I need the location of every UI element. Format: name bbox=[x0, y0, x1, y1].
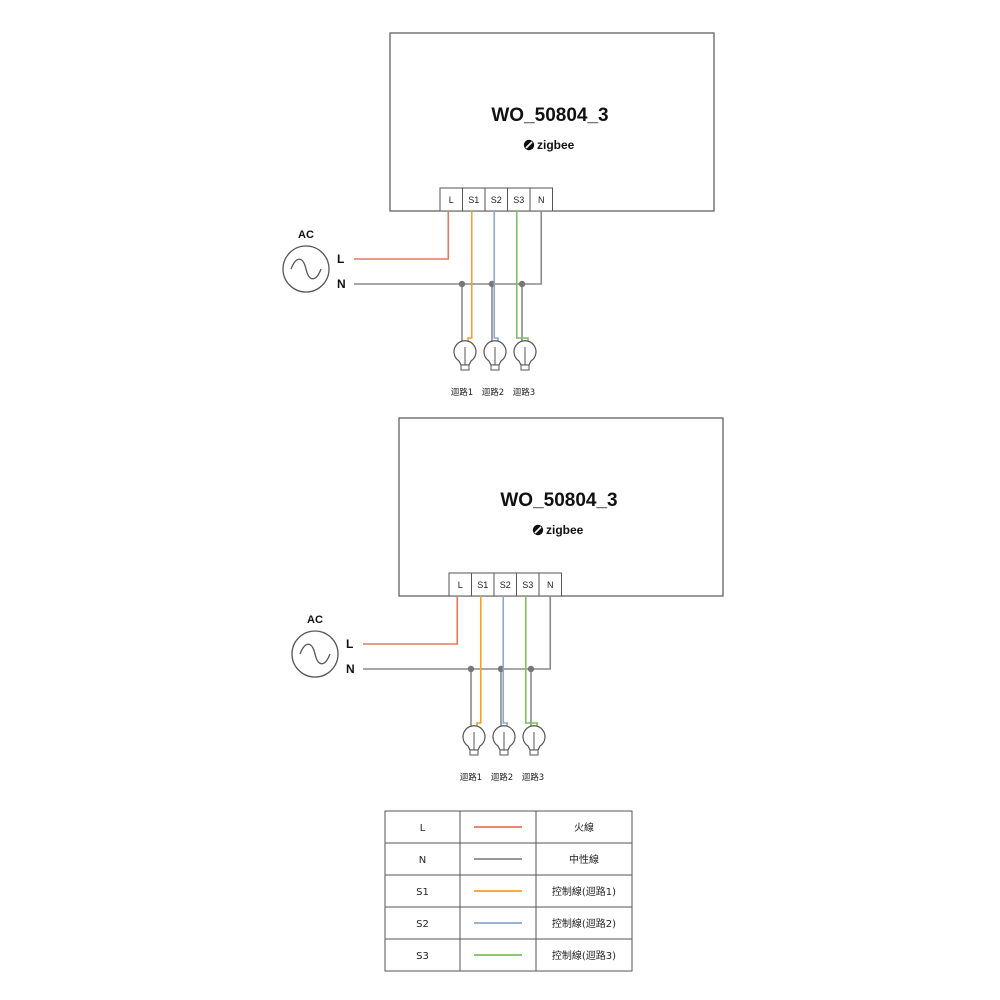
terminal-label-s1: S1 bbox=[468, 195, 479, 205]
ac-label: AC bbox=[298, 229, 314, 241]
wire-line bbox=[363, 596, 459, 645]
legend-desc-n: 中性線 bbox=[569, 853, 599, 866]
wire-switch-s1 bbox=[476, 596, 482, 730]
terminal-label-s3: S3 bbox=[513, 195, 524, 205]
source-neutral-label: N bbox=[337, 277, 346, 291]
light-bulb-icon bbox=[522, 725, 546, 756]
ac-sine-wave-icon bbox=[291, 630, 339, 678]
terminal-label-s2: S2 bbox=[491, 195, 502, 205]
circuit-label-3: 迴路3 bbox=[522, 772, 544, 783]
terminal-label-s2: S2 bbox=[500, 580, 511, 590]
junction-dot-1 bbox=[458, 280, 466, 288]
junction-dot-3 bbox=[527, 665, 535, 673]
junction-dot-3 bbox=[518, 280, 526, 288]
device-box bbox=[389, 32, 715, 212]
light-bulb-icon bbox=[483, 340, 507, 371]
terminal-label-n: N bbox=[538, 195, 545, 205]
circuit-label-2: 迴路2 bbox=[491, 772, 513, 783]
wire-switch-s1 bbox=[467, 211, 473, 345]
legend-code-s2: S2 bbox=[416, 919, 429, 930]
source-line-label: L bbox=[337, 252, 344, 266]
wire-neutral bbox=[354, 211, 543, 285]
terminal-label-l: L bbox=[458, 580, 463, 590]
circuit-label-1: 迴路1 bbox=[460, 772, 482, 783]
legend-code-s3: S3 bbox=[416, 951, 429, 962]
terminal-label-s3: S3 bbox=[522, 580, 533, 590]
legend-desc-s1: 控制線(迴路1) bbox=[552, 885, 616, 898]
device-brand-label: zigbee bbox=[537, 138, 575, 152]
wire-switch-s2 bbox=[493, 211, 499, 345]
wire-line bbox=[354, 211, 450, 260]
source-line-label: L bbox=[346, 637, 353, 651]
zigbee-logo-icon bbox=[523, 139, 535, 151]
ac-sine-wave-icon bbox=[282, 245, 330, 293]
light-bulb-icon bbox=[492, 725, 516, 756]
device-model-title: WO_50804_3 bbox=[500, 490, 617, 511]
terminal-label-s1: S1 bbox=[477, 580, 488, 590]
circuit-label-1: 迴路1 bbox=[451, 387, 473, 398]
light-bulb-icon bbox=[453, 340, 477, 371]
circuit-label-2: 迴路2 bbox=[482, 387, 504, 398]
device-model-title: WO_50804_3 bbox=[491, 105, 608, 126]
wire-neutral bbox=[363, 596, 552, 670]
legend-code-s1: S1 bbox=[416, 887, 429, 898]
light-bulb-icon bbox=[513, 340, 537, 371]
terminal-label-n: N bbox=[547, 580, 554, 590]
legend-table: L 火線 N 中性線 S1 控制線(迴路1) S2 控制線(迴路2) S3 控制線(迴路3) bbox=[384, 810, 633, 972]
source-neutral-label: N bbox=[346, 662, 355, 676]
zigbee-logo-icon bbox=[532, 524, 544, 536]
legend-desc-l: 火線 bbox=[574, 821, 594, 834]
circuit-label-3: 迴路3 bbox=[513, 387, 535, 398]
legend-desc-s3: 控制線(迴路3) bbox=[552, 949, 616, 962]
device-brand-label: zigbee bbox=[546, 523, 584, 537]
junction-dot-1 bbox=[467, 665, 475, 673]
light-bulb-icon bbox=[462, 725, 486, 756]
terminal-label-l: L bbox=[449, 195, 454, 205]
legend-code-n: N bbox=[419, 855, 426, 866]
legend-desc-s2: 控制線(迴路2) bbox=[552, 917, 616, 930]
wire-switch-s2 bbox=[502, 596, 508, 730]
legend-code-l: L bbox=[420, 823, 426, 834]
ac-label: AC bbox=[307, 614, 323, 626]
